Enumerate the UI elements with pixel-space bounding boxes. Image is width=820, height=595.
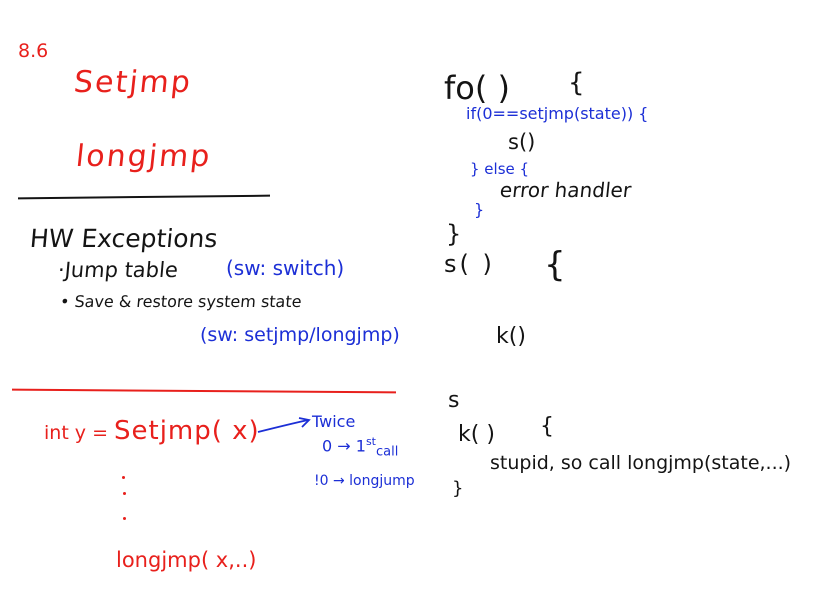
nonzero-case: !0 → longjump [314, 473, 415, 489]
jump-table-item: ·Jump table [56, 258, 179, 282]
save-restore-item: • Save & restore system state [59, 292, 303, 311]
s-definition: s( ) [444, 250, 495, 278]
section-number: 8.6 [18, 40, 49, 62]
call-sub: call [375, 444, 399, 460]
s-call: s() [508, 130, 536, 154]
arrow-to-twice-icon [257, 417, 311, 433]
sw-switch-note: (sw: switch) [226, 256, 345, 280]
sw-setjmp-note: (sw: setjmp/longjmp) [200, 324, 400, 346]
fo-close-brace: } [446, 220, 462, 248]
setjmp-call: Setjmp( x) [114, 416, 260, 446]
else-line: } else { [470, 160, 530, 178]
ellipsis-dot [123, 517, 126, 520]
divider-lower [11, 388, 397, 394]
divider-upper [17, 194, 271, 200]
zero-case: 0 → 1stcall [322, 436, 398, 459]
fo-signature: fo( ) [444, 69, 510, 107]
longjmp-call: longjmp( x,..) [116, 548, 257, 572]
if-setjmp-line: if(0==setjmp(state)) { [466, 104, 649, 123]
fo-open-brace: { [568, 68, 585, 98]
ellipsis-dot [122, 476, 125, 479]
zero-case-text: 0 → 1 [322, 436, 366, 456]
ellipsis-dot [123, 492, 126, 495]
k-definition: k( ) [458, 422, 495, 447]
first-sup: st [365, 435, 376, 448]
int-y-label: int y = [44, 422, 109, 444]
s-open-brace: { [544, 245, 566, 285]
s-close-mark: s [448, 388, 460, 413]
hw-exceptions-heading: HW Exceptions [28, 224, 219, 253]
k-call: k() [496, 324, 526, 349]
error-handler: error handler [498, 178, 633, 202]
inner-close-brace: } [474, 200, 485, 219]
k-open-brace: { [540, 414, 554, 439]
k-close-brace: } [452, 478, 464, 499]
setjmp-title: Setjmp [72, 65, 194, 100]
stupid-call-text: stupid, so call longjmp(state,...) [490, 452, 792, 474]
twice-label: Twice [312, 412, 356, 431]
longjmp-title: longjmp [74, 139, 214, 174]
